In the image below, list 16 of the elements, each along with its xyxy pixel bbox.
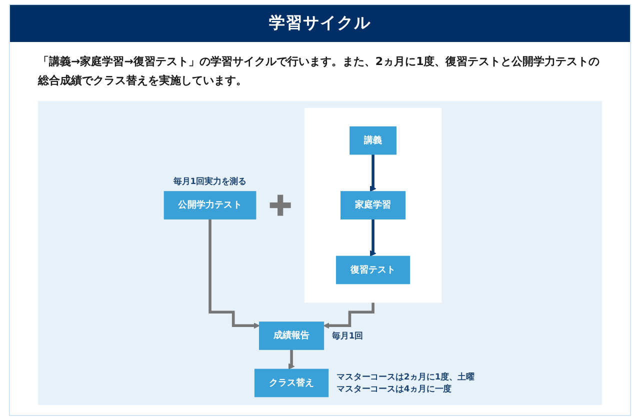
arrow [208,218,260,329]
process-box: 公開学力テスト [163,191,256,220]
process-box: クラス替え [254,369,328,398]
arrow [322,301,374,329]
intro-text: 「講義→家庭学習→復習テスト」の学習サイクルで行います。また、2ヵ月に1度、復習テストと公開学力テストの総合成績でクラス替えを実施しています。 [38,54,601,90]
process-box: 成績報告 [258,322,324,350]
arrow [288,348,294,370]
arrow [370,153,376,192]
arrow [370,218,376,257]
process-box: 復習テスト [336,256,410,284]
process-box: 家庭学習 [340,191,406,220]
annotation-text: 毎月1回実力を測る [173,176,246,188]
title-banner: 学習サイクル [10,5,630,42]
annotation-text: マスターコースは2ヵ月に1度、土曜マスターコースは4ヵ月に一度 [336,371,476,395]
annotation-text: 毎月1回 [332,330,363,342]
process-box: 講義 [349,126,396,155]
